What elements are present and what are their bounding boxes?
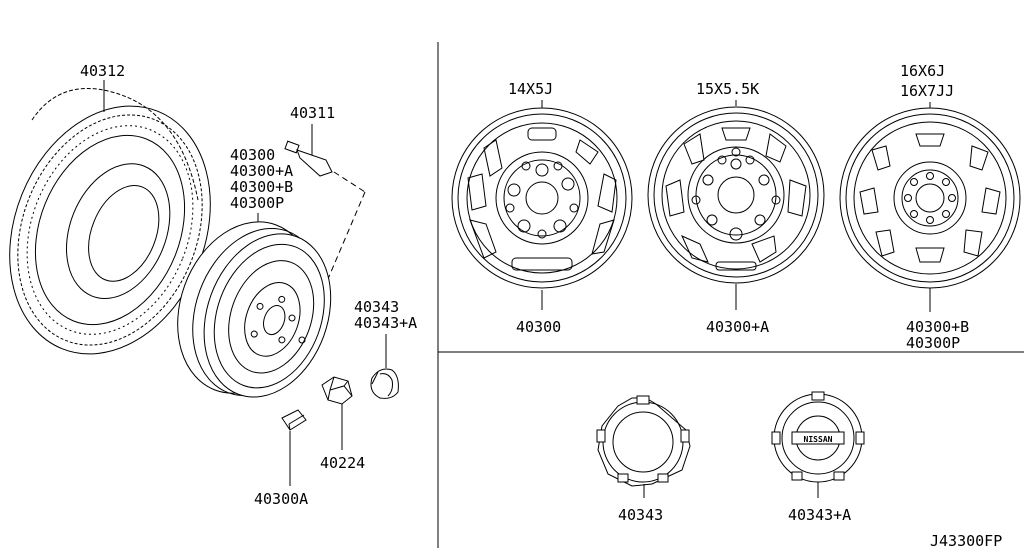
nut-part-label: 40224	[320, 454, 365, 472]
cap-part-label-2: 40343+A	[354, 314, 417, 332]
nut-drawing	[321, 376, 353, 405]
wheel1-front-drawing	[451, 107, 633, 289]
center-cap-plain-drawing	[596, 395, 691, 487]
valve-drawing	[284, 140, 333, 177]
weight-part-label: 40300A	[254, 490, 308, 508]
wheel-part-label-1: 40300	[230, 146, 275, 164]
cap-plain-part-label: 40343	[618, 506, 663, 524]
wheel-part-label-4: 40300P	[230, 194, 284, 212]
wheel1-part-label: 40300	[516, 318, 561, 336]
wheel3-size-label-2: 16X7JJ	[900, 82, 954, 100]
center-cap-logo-drawing: NISSAN	[771, 391, 865, 483]
diagram-code: J43300FP	[930, 532, 1002, 550]
wheel3-part-label-1: 40300+B	[906, 318, 969, 336]
valve-position-dashed-line	[333, 171, 366, 193]
nissan-logo-bar	[791, 431, 845, 445]
balance-weight-drawing	[281, 409, 307, 431]
wheel-part-label-3: 40300+B	[230, 178, 293, 196]
wheel3-part-label-2: 40300P	[906, 334, 960, 352]
center-cap-side-drawing	[370, 368, 399, 399]
wheel2-size-label: 15X5.5K	[696, 80, 759, 98]
wheel-part-label-2: 40300+A	[230, 162, 293, 180]
wheel2-front-drawing	[647, 106, 825, 284]
wheel-side-drawing	[177, 221, 332, 398]
tire-drawing	[9, 88, 211, 355]
tire-part-label: 40312	[80, 62, 125, 80]
wheel2-part-label: 40300+A	[706, 318, 769, 336]
wheel3-front-drawing	[839, 107, 1021, 289]
wheel3-size-label-1: 16X6J	[900, 62, 945, 80]
valve-part-label: 40311	[290, 104, 335, 122]
nissan-logo-text: NISSAN	[804, 435, 833, 444]
cap-part-label-1: 40343	[354, 298, 399, 316]
wheel1-size-label: 14X5J	[508, 80, 553, 98]
cap-logo-part-label: 40343+A	[788, 506, 851, 524]
